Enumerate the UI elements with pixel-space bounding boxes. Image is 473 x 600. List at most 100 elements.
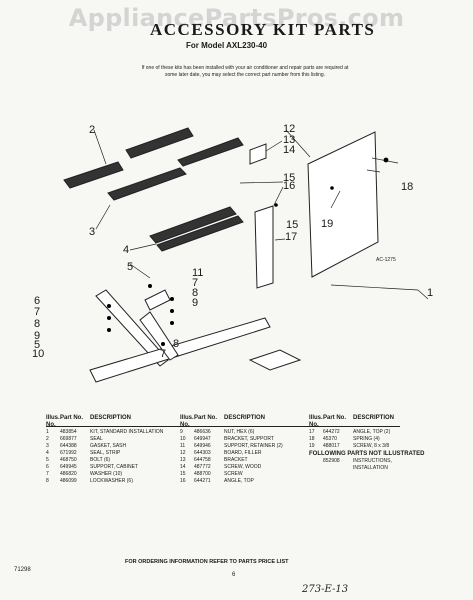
- table-cell: 671992: [60, 450, 77, 456]
- table-cell: 649945: [60, 464, 77, 470]
- table-cell: 10: [180, 436, 186, 442]
- table-cell: 852908: [323, 458, 340, 464]
- exploded-parts-diagram: [63, 127, 429, 383]
- callout-11: 11: [192, 267, 204, 279]
- callout-14: 14: [283, 144, 296, 156]
- callout-8c: 8: [173, 338, 180, 350]
- table-header-illus-1: Illus. No.: [46, 415, 60, 428]
- callout-19: 19: [321, 218, 334, 230]
- table-cell: KIT, STANDARD INSTALLATION: [90, 429, 164, 435]
- table-cell: 644303: [194, 450, 211, 456]
- callout-15b: 15: [286, 219, 299, 231]
- figure-code: AC-1275: [376, 257, 396, 263]
- table-cell: 13: [180, 457, 186, 463]
- table-cell: 4: [46, 450, 49, 456]
- table-cell: [309, 458, 319, 472]
- table-cell: BOARD, FILLER: [224, 450, 262, 456]
- callout-17: 17: [285, 231, 298, 243]
- table-cell: SPRING (4): [353, 436, 380, 442]
- table-header-illus-3: Illus. No.: [309, 415, 323, 428]
- table-cell: 488017: [323, 443, 340, 449]
- callout-12: 12: [283, 123, 296, 135]
- table-cell: BRACKET, SUPPORT: [224, 436, 274, 442]
- callout-5b: 5: [34, 339, 41, 351]
- footer-number: 71298: [14, 567, 31, 573]
- table-cell: 644758: [194, 457, 211, 463]
- callout-8b: 8: [192, 287, 199, 299]
- table-cell: SUPPORT, CABINET: [90, 464, 138, 470]
- table-cell: ANGLE, TOP: [224, 478, 254, 484]
- table-cell: 7: [46, 471, 49, 477]
- table-cell: 14: [180, 464, 186, 470]
- table-cell: BRACKET: [224, 457, 248, 463]
- handwritten-note: 273-E-13: [302, 584, 349, 595]
- table-cell: 486820: [60, 471, 77, 477]
- table-header-description-3: DESCRIPTION: [353, 415, 395, 421]
- table-cell: LOCKWASHER (6): [90, 478, 133, 484]
- callout-7: 7: [34, 306, 41, 318]
- table-cell: 669877: [60, 436, 77, 442]
- rule-top: [46, 426, 400, 427]
- table-cell: 644271: [194, 478, 211, 484]
- callout-2: 2: [89, 124, 96, 136]
- table-header-illus-2: Illus. No.: [180, 415, 194, 428]
- table-cell: 486099: [60, 478, 77, 484]
- callout-13: 13: [283, 134, 296, 146]
- table-cell: INSTRUCTIONS, INSTALLATION: [353, 458, 392, 471]
- model-line: For Model AXL230-40: [186, 41, 268, 50]
- watermark: AppliancePartsPros.com: [68, 4, 405, 32]
- table-cell: 486636: [194, 429, 211, 435]
- table-cell: 644272: [323, 429, 340, 435]
- table-cell: 5: [46, 457, 49, 463]
- callout-7c: 7: [160, 348, 167, 360]
- table-cell: 15: [180, 471, 186, 477]
- intro-note: If one of these kits has been installed …: [141, 65, 349, 78]
- callout-4: 4: [123, 244, 130, 256]
- table-cell: 6: [46, 464, 49, 470]
- callout-6: 6: [34, 295, 41, 307]
- table-header-description-2: DESCRIPTION: [224, 415, 266, 421]
- table-cell: 649947: [194, 436, 211, 442]
- table-header-part-2: Part No.: [194, 415, 218, 421]
- table-cell: SUPPORT, RETAINER (2): [224, 443, 283, 449]
- table-cell: BOLT (6): [90, 457, 111, 463]
- table-cell: 9: [180, 429, 183, 435]
- table-cell: SCREW: [224, 471, 243, 477]
- table-cell: GASKET, SASH: [90, 443, 127, 449]
- table-cell: WASHER (10): [90, 471, 123, 477]
- callout-9b: 9: [192, 297, 199, 309]
- table-cell: 12: [180, 450, 186, 456]
- callout-16: 16: [283, 180, 296, 192]
- table-cell: 644388: [60, 443, 77, 449]
- table-cell: ANGLE, TOP (2): [353, 429, 391, 435]
- table-cell: 45370: [323, 436, 337, 442]
- table-cell: SCREW, 8 x 3/8: [353, 443, 390, 449]
- table-cell: SCREW, WOOD: [224, 464, 262, 470]
- table-cell: 17: [309, 429, 315, 435]
- callout-9: 9: [34, 330, 41, 342]
- table-cell: SEAL, STRIP: [90, 450, 121, 456]
- table-cell: 19: [309, 443, 315, 449]
- table-cell: 1: [46, 429, 49, 435]
- table-cell: 649946: [194, 443, 211, 449]
- table-header-part-3: Part No.: [323, 415, 347, 421]
- callout-18: 18: [401, 181, 414, 193]
- table-cell: 18: [309, 436, 315, 442]
- table-cell: 11: [180, 443, 186, 449]
- table-cell: 2: [46, 436, 49, 442]
- table-cell: 483854: [60, 429, 77, 435]
- parts-table-3: Illus. No.Part No. DESCRIPTION 17 644272 AN…: [309, 415, 427, 472]
- callout-15: 15: [283, 172, 296, 184]
- not-illustrated-heading: FOLLOWING PARTS NOT ILLUSTRATED: [309, 451, 425, 457]
- table-cell: 487772: [194, 464, 211, 470]
- table-header-part-1: Part No.: [60, 415, 84, 421]
- page-title: ACCESSORY KIT PARTS: [150, 20, 376, 39]
- ordering-footer: FOR ORDERING INFORMATION REFER TO PARTS …: [125, 559, 289, 565]
- table-cell: 468750: [60, 457, 77, 463]
- callout-1: 1: [427, 287, 434, 299]
- table-cell: 8: [46, 478, 49, 484]
- table-cell: SEAL: [90, 436, 103, 442]
- callout-7b: 7: [192, 277, 199, 289]
